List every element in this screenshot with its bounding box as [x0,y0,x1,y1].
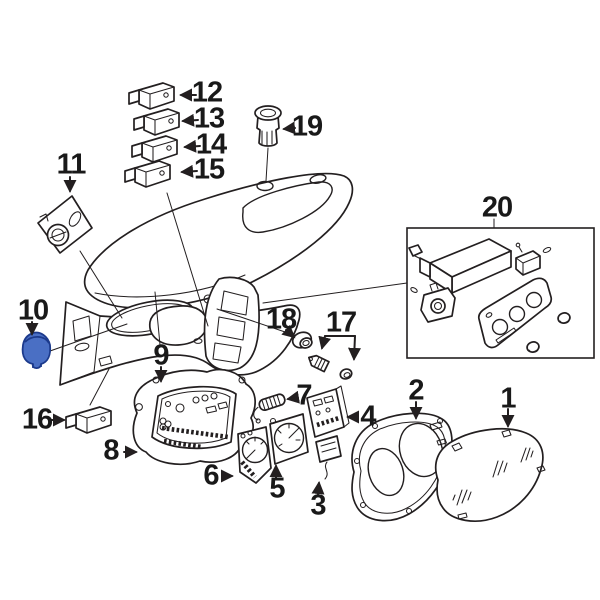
part-5-speedometer-face[interactable] [269,413,309,465]
part-18-lighter-socket[interactable] [291,330,314,351]
callout-16[interactable]: 16 [21,403,53,436]
group-20-frame [406,227,595,359]
callout-5[interactable]: 5 [269,472,285,505]
part-13-switch[interactable] [133,108,180,136]
part-8-9-instrument-cluster[interactable] [132,368,256,465]
callout-12[interactable]: 12 [191,76,223,109]
callout-9[interactable]: 9 [153,339,169,372]
part-15-switch[interactable] [124,160,171,188]
callout-11[interactable]: 11 [56,148,87,181]
callout-19[interactable]: 19 [291,110,323,143]
callout-8[interactable]: 8 [103,434,119,467]
part-12-switch[interactable] [128,82,175,110]
part-14-switch[interactable] [131,135,178,163]
callout-3[interactable]: 3 [310,489,326,522]
callout-arrows [25,88,515,495]
part-17-bulb-and-cap[interactable] [306,353,353,380]
part-1-cluster-lens[interactable] [434,428,546,522]
part-11-dimmer-panel[interactable] [37,195,93,254]
part-3-bulb-socket-wire[interactable] [315,435,342,480]
callout-17[interactable]: 17 [325,306,357,339]
leader-lines [49,147,495,406]
callout-4[interactable]: 4 [360,400,376,433]
callout-14[interactable]: 14 [195,128,227,161]
part-7-coil[interactable] [250,393,289,424]
callout-6[interactable]: 6 [203,459,219,492]
callout-13[interactable]: 13 [193,102,225,135]
callout-20[interactable]: 20 [481,191,513,224]
part-20-hvac-control-group[interactable] [406,227,595,359]
lighter-mount-hole [256,180,274,192]
callout-2[interactable]: 2 [408,374,424,407]
callout-18[interactable]: 18 [265,303,297,336]
callout-15[interactable]: 15 [193,153,225,186]
part-4-printed-panel[interactable] [306,385,350,438]
part-10-highlighted-switch[interactable] [21,331,52,370]
part-19-lighter-knob[interactable] [254,105,282,147]
callout-7[interactable]: 7 [296,379,312,412]
part-6-gauge-face[interactable] [237,426,272,484]
callout-10[interactable]: 10 [17,294,49,327]
dashboard-drawing [59,172,354,386]
part-10-body[interactable] [21,331,52,370]
callout-1[interactable]: 1 [500,382,516,415]
part-16-switch[interactable] [65,406,112,434]
